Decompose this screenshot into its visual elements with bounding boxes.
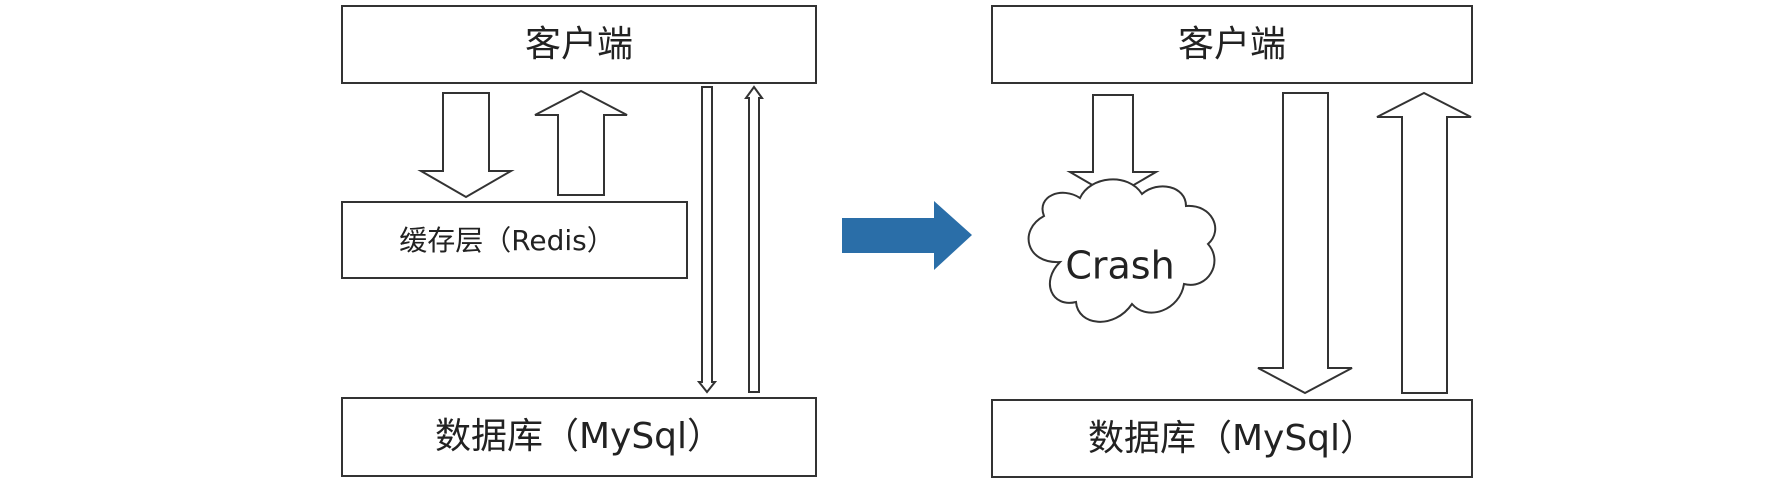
left-client-label: 客户端 [525,24,633,65]
transition-arrow [842,201,972,270]
right-client-label: 客户端 [1178,24,1286,65]
left-cache-to-client-arrow [534,89,628,196]
left-db-to-client-arrow [744,85,764,393]
right-client-to-db-arrow [1257,92,1353,395]
left-cache-label: 缓存层（Redis） [399,224,615,257]
left-client-to-db-arrow [696,86,718,394]
right-db-to-client-arrow [1376,91,1472,394]
right-panel: 客户端 Crash 数据库（MySql） [991,5,1473,478]
left-cache-box [341,201,688,279]
crash-cloud-icon [1027,178,1217,323]
right-database-box [991,399,1473,478]
right-database-label: 数据库（MySql） [1088,418,1376,459]
left-client-to-cache-arrow [417,92,515,199]
left-database-box [341,397,817,477]
right-client-box [991,5,1473,84]
left-panel: 客户端 缓存层（Redis） 数据库（MySql） [341,5,817,477]
left-client-box [341,5,817,84]
left-database-label: 数据库（MySql） [435,416,723,457]
right-client-to-crash-arrow [1066,94,1160,199]
crash-label: Crash [1065,244,1174,288]
